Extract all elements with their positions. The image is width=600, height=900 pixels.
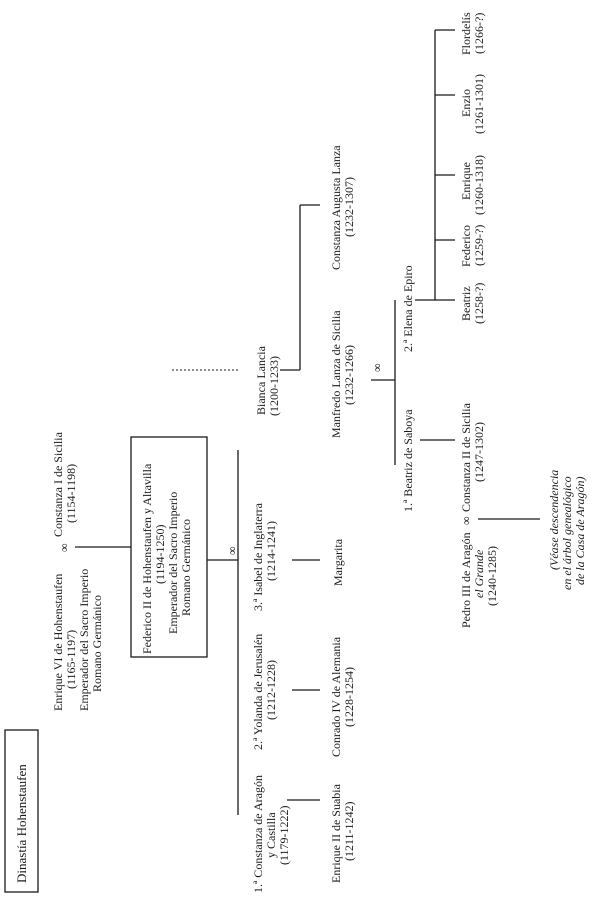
dates-line: (1259-?) <box>472 225 486 266</box>
marriage-symbol-manfredo-wives: ∞ <box>370 363 384 372</box>
dates-line: (1258-?) <box>472 283 486 324</box>
dates-line: (1240-1285) <box>485 546 499 606</box>
name-line: Constanza II de Sicilia <box>459 402 473 512</box>
person-enrique-vi: Enrique VI de Hohenstaufen (1165-1197) E… <box>51 569 104 711</box>
person-isabel: 3.ª Isabel de Inglaterra (1214-1241) <box>251 502 278 611</box>
dates-line: (1266-?) <box>472 13 486 54</box>
note-line: en el árbol genealógico <box>560 476 574 590</box>
dates-line: (1179-1222) <box>277 805 291 865</box>
connector-lines <box>75 29 540 815</box>
name-line: Bianca Lancia <box>254 345 268 415</box>
note-line: (Véase descendencia <box>547 470 561 570</box>
person-federico: Federico (1259-?) <box>459 225 486 267</box>
dates-line: (1232-1307) <box>342 177 356 237</box>
title-box <box>4 729 39 893</box>
descendants-note: (Véase descendencia en el árbol genealóg… <box>547 470 587 590</box>
name-line: Manfredo Lanza de Sicilia <box>329 310 343 438</box>
person-constanza-augusta: Constanza Augusta Lanza (1232-1307) <box>329 145 356 270</box>
title: Dinastía Hohenstaufen <box>14 764 29 883</box>
title-line: Romano Germánico <box>179 519 193 616</box>
name-line: Margarita <box>331 538 345 586</box>
dates-line: (1200-1233) <box>267 356 281 416</box>
name-line: Constanza I de Sicilia <box>51 431 65 537</box>
dates-line: (1261-1301) <box>472 74 486 134</box>
name-line: Enrique II de Suabia <box>329 783 343 883</box>
name-line: Enzio <box>459 89 473 117</box>
name-line: Constanza Augusta Lanza <box>329 145 343 270</box>
person-enrique-ii: Enrique II de Suabia (1211-1242) <box>329 783 356 883</box>
person-enrique: Enrique (1260-1318) <box>459 155 486 215</box>
name-line: 1.ª Beatriz de Saboya <box>401 409 415 512</box>
person-elena-epiro: 2.ª Elena de Epiro <box>401 265 415 352</box>
name-line: 2.ª Elena de Epiro <box>401 265 415 352</box>
marriage-symbol-federico-wives: ∞ <box>225 546 239 555</box>
name-line: Enrique VI de Hohenstaufen <box>51 574 65 711</box>
marriage-symbol-enrique-constanza: ∞ <box>57 543 71 552</box>
dates-line: (1212-1228) <box>264 660 278 720</box>
name-line: Conrado IV de Alemania <box>329 636 343 757</box>
dates-line: (1228-1254) <box>342 667 356 727</box>
person-margarita: Margarita <box>331 538 345 586</box>
person-conrado-iv: Conrado IV de Alemania (1228-1254) <box>329 636 356 757</box>
name-line: y Castilla <box>264 812 278 858</box>
name-line: Beatriz <box>459 286 473 321</box>
dates-line: (1232-1266) <box>342 345 356 405</box>
person-flordelis: Flordelís (1266-?) <box>459 12 486 55</box>
epithet-line: el Grande <box>472 549 486 598</box>
dates-line: (1165-1197) <box>64 630 78 689</box>
person-bianca: Bianca Lancia (1200-1233) <box>254 345 281 416</box>
dates-line: (1211-1242) <box>342 801 356 861</box>
note-line: de la Casa de Aragón) <box>573 477 587 585</box>
person-constanza-ii: Constanza II de Sicilia (1247-1302) <box>459 402 486 512</box>
person-enzio: Enzio (1261-1301) <box>459 74 486 134</box>
person-pedro-iii: Pedro III de Aragón el Grande (1240-1285… <box>459 532 499 628</box>
person-beatriz-saboya: 1.ª Beatriz de Saboya <box>401 409 415 512</box>
person-manfredo: Manfredo Lanza de Sicilia (1232-1266) <box>329 310 356 438</box>
federico-box <box>130 436 208 658</box>
dates-line: (1154-1198) <box>64 464 78 523</box>
dates-line: (1260-1318) <box>472 155 486 215</box>
person-constanza-i: Constanza I de Sicilia (1154-1198) <box>51 431 78 537</box>
person-constanza-aragon: 1.ª Constanza de Aragón y Castilla (1179… <box>251 775 291 893</box>
title-line: Emperador del Sacro Imperio <box>166 492 180 634</box>
person-federico-ii: Federico II de Hohenstaufen y Altavilla … <box>140 463 193 654</box>
dates-line: (1194-1250) <box>153 524 167 584</box>
person-yolanda: 2.ª Yolanda de Jerusalén (1212-1228) <box>251 634 278 750</box>
dates-line: (1247-1302) <box>472 422 486 482</box>
name-line: Flordelís <box>459 12 473 55</box>
name-line: Pedro III de Aragón <box>459 532 473 628</box>
person-beatriz: Beatriz (1258-?) <box>459 283 486 324</box>
title-line: Romano Germánico <box>90 595 104 692</box>
name-line: 3.ª Isabel de Inglaterra <box>251 502 265 611</box>
name-line: Federico II de Hohenstaufen y Altavilla <box>140 463 154 654</box>
name-line: Enrique <box>459 162 473 200</box>
title-line: Emperador del Sacro Imperio <box>77 569 91 711</box>
name-line: 1.ª Constanza de Aragón <box>251 775 265 893</box>
name-line: 2.ª Yolanda de Jerusalén <box>251 634 265 750</box>
name-line: Federico <box>459 225 473 267</box>
dates-line: (1214-1241) <box>264 521 278 581</box>
marriage-symbol-pedro-constanza: ∞ <box>459 516 473 525</box>
